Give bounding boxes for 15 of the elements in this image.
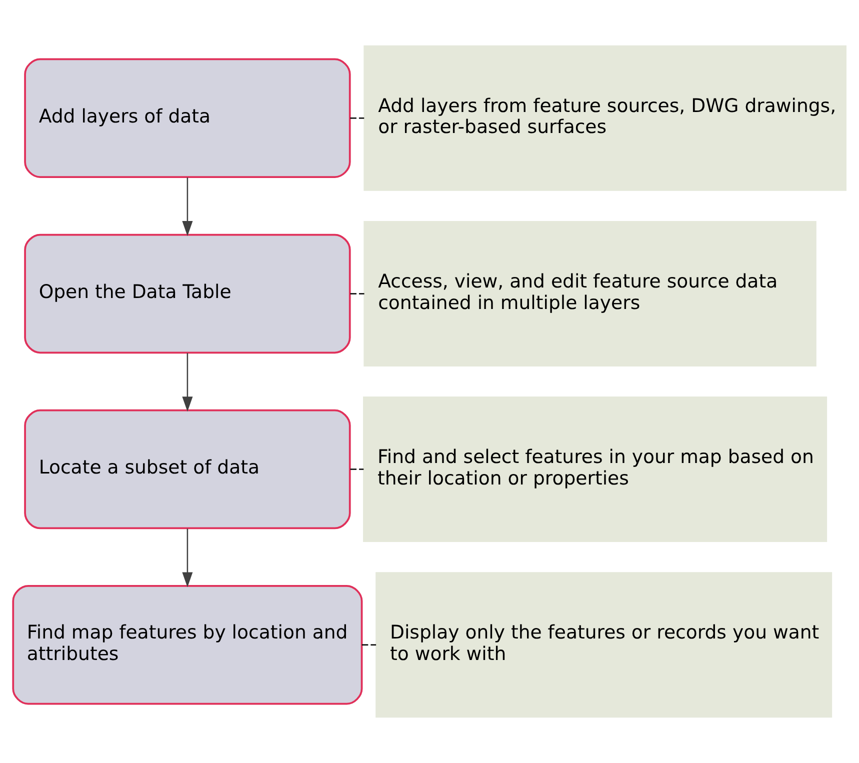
node-box: Locate a subset of data (24, 409, 351, 530)
arrow (182, 353, 193, 412)
node-box: Add layers of data (24, 58, 351, 178)
node-box: Access, view, and edit feature source data contained in multiple layers (364, 220, 816, 366)
arrow (182, 528, 193, 588)
connector (362, 644, 376, 646)
connector (350, 468, 364, 470)
connector (350, 118, 364, 119)
node-box: Find and select features in your map based on their location or properties (363, 396, 828, 542)
arrow (182, 178, 193, 236)
node-box: Open the Data Table (24, 234, 351, 354)
node-box: Display only the features or records you want to work with (376, 572, 832, 718)
connector (350, 293, 364, 294)
node-box: Find map features by location and attributes (12, 584, 363, 705)
node-box: Add layers from feature sources, DWG drawings, or raster-based surfaces (364, 45, 846, 191)
